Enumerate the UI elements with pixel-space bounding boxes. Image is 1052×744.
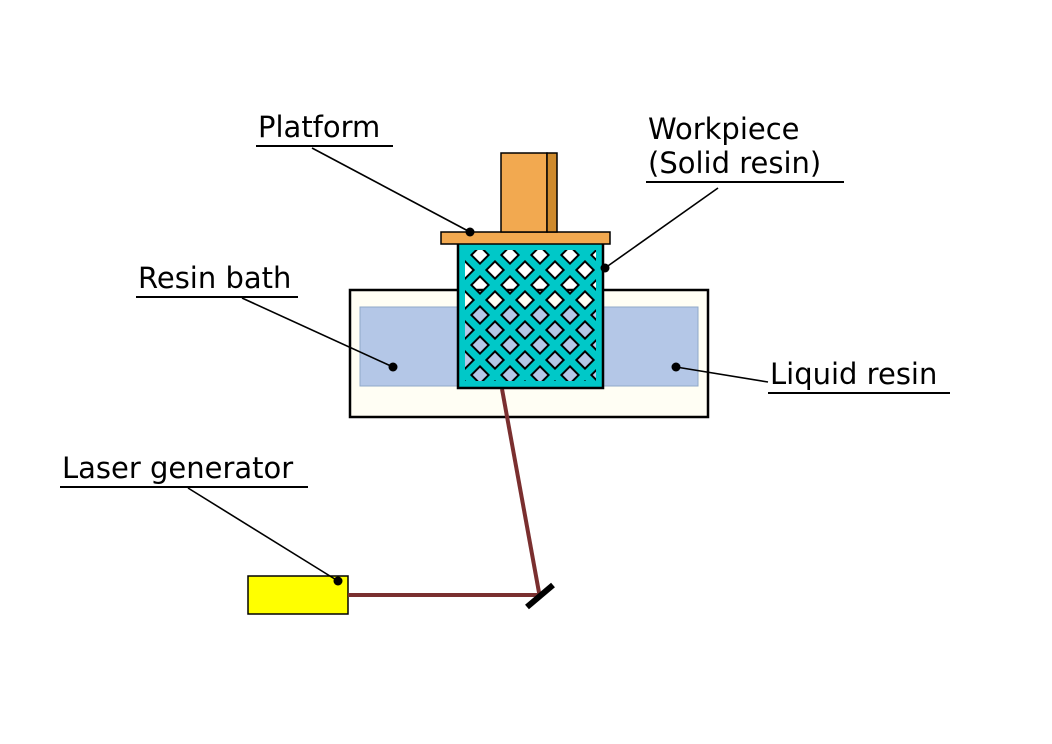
leader-dots [333,227,681,586]
workpiece-leader-dot [600,263,610,273]
resin-bath-leader-dot [388,362,398,372]
laser-generator-leader-line [187,487,339,582]
laser-generator-box [247,575,349,615]
platform-leader-line [311,147,471,233]
platform-label: Platform [256,110,393,148]
platform-leader-dot [465,227,475,237]
laser-generator-label: Laser generator [60,451,308,489]
laser-generator-leader-dot [333,576,343,586]
workpiece-label-line1: Workpiece [648,112,800,146]
mirror [525,582,555,610]
liquid-resin-leader-line [675,366,769,383]
workpiece-lattice [458,243,603,388]
workpiece-label-line2: (Solid resin) [648,146,822,181]
liquid-resin-label: Liquid resin [768,357,950,395]
laser-beam-vertical [500,388,542,599]
platform-column-side-face [546,152,558,233]
workpiece-leader-line [604,187,719,269]
workpiece-lattice-frame [459,244,602,387]
leader-lines [187,147,769,582]
resin-bath-leader-line [241,297,394,368]
liquid-resin-leader-dot [671,362,681,372]
workpiece-label: Workpiece (Solid resin) [646,112,844,184]
resin-bath-label: Resin bath [136,261,298,299]
platform-column [500,152,548,233]
